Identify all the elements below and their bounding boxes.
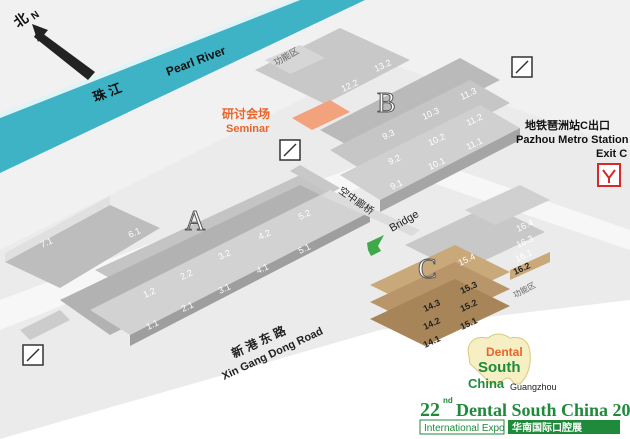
- elevator-icon: [22, 344, 44, 366]
- hall-a-wing-top: [5, 196, 110, 262]
- hall-a-edge: [130, 212, 370, 346]
- room-label: 3.1: [217, 281, 233, 295]
- room-label: 7.1: [39, 235, 55, 249]
- room-label: 9.2: [387, 152, 403, 166]
- sky-bridge: [322, 190, 420, 236]
- metro-label-en-1: Pazhou Metro Station: [516, 134, 629, 146]
- room-label: 2.2: [179, 267, 195, 281]
- hall-b-function-area: [265, 45, 325, 74]
- metro-label-zh: 地铁琶洲站C出口: [525, 118, 610, 132]
- hall-a-corridor: [290, 165, 340, 194]
- hall-b: [255, 28, 520, 212]
- hall-b-mid-2: [330, 80, 510, 175]
- metro-icon-box: [597, 163, 621, 187]
- hall-a-annex: [20, 310, 70, 340]
- room-label: 4.2: [257, 227, 273, 241]
- room-label: 1.2: [142, 285, 158, 299]
- logo-city: Guangzhou: [510, 382, 557, 392]
- elevator-icon-arrow-1: [515, 60, 529, 74]
- event-expo: International Expo: [424, 423, 505, 434]
- logo-dental: Dental: [486, 345, 523, 359]
- hall-c: [370, 185, 550, 346]
- metro-icon-glyph: [602, 169, 616, 183]
- compass: [32, 24, 95, 80]
- elevator-icon: [511, 56, 533, 78]
- metro-label-en-2: Exit C: [596, 148, 627, 160]
- hall-b-west-block: [255, 28, 410, 104]
- room-label: 3.2: [217, 247, 233, 261]
- hall-a: [5, 165, 370, 346]
- compass-arrow-head: [32, 24, 48, 42]
- hall-a-rooms: 1.1 2.1 3.1 4.1 5.1 1.2 2.2 3.2 4.2 5.2 …: [39, 207, 313, 331]
- room-label: 4.1: [255, 261, 271, 275]
- elevator-icon: [279, 139, 301, 161]
- tooth-logo: [467, 333, 531, 385]
- seminar-label-en: Seminar: [226, 123, 270, 135]
- event-name: Dental South China 2017: [456, 400, 630, 420]
- room-label: 2.1: [180, 299, 196, 313]
- hall-c-north: [465, 185, 550, 225]
- event-zh-badge: [508, 420, 620, 434]
- hall-b-edge: [380, 128, 520, 212]
- road-surface: [0, 150, 630, 330]
- room-label: 1.1: [145, 317, 161, 331]
- logo-south: South: [478, 359, 521, 376]
- pearl-river: [0, 0, 365, 173]
- green-arrow-icon: [367, 235, 384, 256]
- hall-b-rooms: 9.1 10.1 11.1 9.2 10.2 11.2 9.3 10.3 11.…: [340, 57, 485, 191]
- hall-c-letter: C: [418, 254, 437, 285]
- river-bank: [0, 0, 300, 118]
- hall-a-roof: [90, 190, 370, 335]
- hall-b-letter: B: [377, 88, 396, 119]
- elevator-icon-arrow-2: [283, 143, 297, 157]
- hall-b-south: [340, 105, 520, 200]
- room-label: 5.1: [297, 241, 313, 255]
- event-ordinal: 22: [420, 399, 440, 421]
- hall-a-letter: A: [185, 206, 206, 237]
- metro-icon: [597, 163, 621, 187]
- logo-china: China: [468, 376, 505, 391]
- seminar-area: [292, 100, 350, 130]
- room-label: 6.1: [127, 225, 143, 239]
- seminar-label-zh: 研讨会场: [222, 106, 270, 121]
- hall-a-wing-block: [5, 205, 160, 288]
- elevator-icon-arrow-3: [26, 348, 40, 362]
- room-label: 5.2: [297, 207, 313, 221]
- event-name-zh: 华南国际口腔展: [512, 421, 582, 434]
- room-label: 9.3: [381, 127, 397, 141]
- hall-c-level-1: [370, 279, 510, 346]
- event-ordinal-suffix: nd: [443, 396, 453, 405]
- compass-arrow-icon: [34, 30, 95, 80]
- hall-c-16-2-block: [510, 252, 550, 280]
- room-label: 9.1: [389, 177, 405, 191]
- hall-b-mid: [320, 58, 500, 152]
- event-expo-badge: [419, 419, 505, 435]
